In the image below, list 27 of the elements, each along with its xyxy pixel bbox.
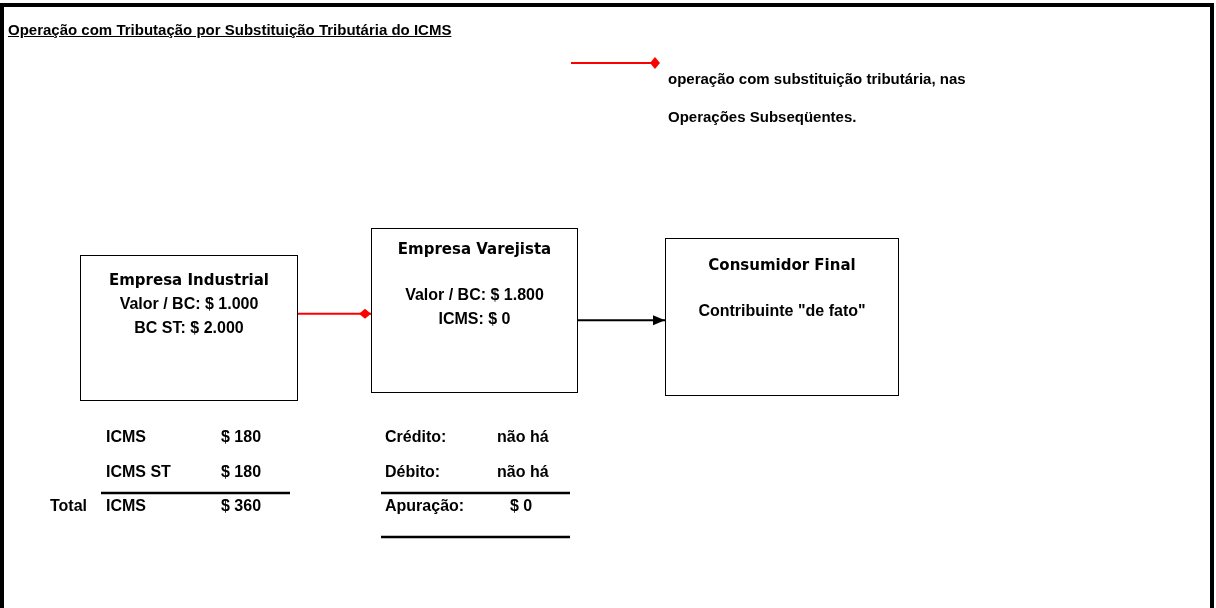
box-heading: Empresa Industrial xyxy=(107,270,270,291)
table-text: Crédito: xyxy=(385,427,447,447)
entity-box xyxy=(371,228,578,393)
table-text: $ 180 xyxy=(221,427,262,447)
box-text: Valor / BC: $ 1.800 xyxy=(404,285,545,305)
box-text: ICMS: $ 0 xyxy=(437,309,512,329)
box-heading: Consumidor Final xyxy=(707,255,857,276)
table-text: ICMS xyxy=(106,427,146,447)
table-text: Débito: xyxy=(385,462,441,482)
table-text: ICMS ST xyxy=(106,462,171,482)
box-heading: Empresa Varejista xyxy=(396,239,553,260)
legend-text: operação com substituição tributária, nas Operações Subseqüentes. xyxy=(668,69,967,127)
entity-box xyxy=(80,255,298,401)
entity-box xyxy=(665,238,899,396)
diagram-title: Operação com Tributação por Substituição Tributária do ICMS xyxy=(8,20,452,40)
box-text: Valor / BC: $ 1.000 xyxy=(118,294,260,314)
table-text: $ 360 xyxy=(221,496,262,516)
table-text: Apuração: xyxy=(385,496,465,516)
arrow xyxy=(577,315,666,326)
box-text: BC ST: $ 2.000 xyxy=(133,318,245,338)
table-text: Total xyxy=(50,496,88,516)
table-text: $ 180 xyxy=(221,462,262,482)
table-text: $ 0 xyxy=(510,496,533,516)
table-text: não há xyxy=(497,462,549,482)
box-text: Contribuinte "de fato" xyxy=(697,301,867,321)
table-text: ICMS xyxy=(106,496,146,516)
table-text: não há xyxy=(497,427,549,447)
